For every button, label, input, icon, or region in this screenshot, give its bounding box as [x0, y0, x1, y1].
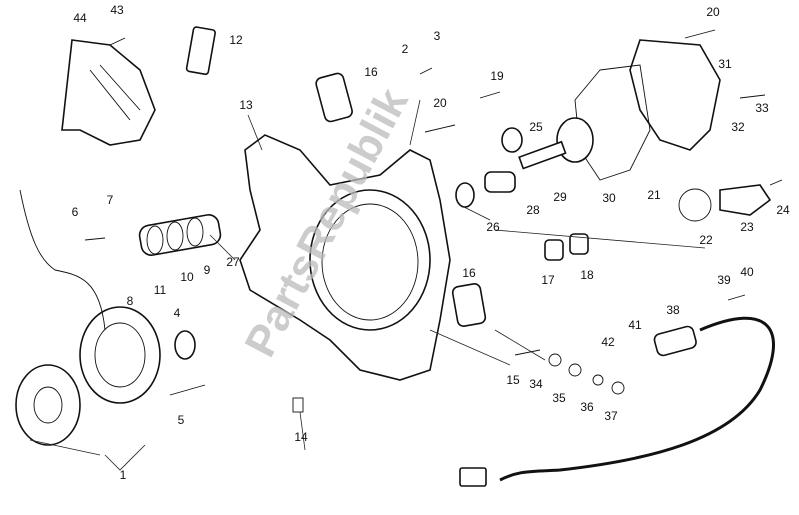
callout-15: 15	[506, 373, 520, 387]
callout-41: 41	[628, 318, 642, 332]
callout-43: 43	[110, 3, 124, 17]
callout-19: 19	[490, 69, 504, 83]
bush-28	[484, 171, 516, 193]
callout-20: 20	[706, 5, 720, 19]
cover-opening	[309, 189, 431, 331]
sealant-tube	[185, 26, 216, 76]
callout-34: 34	[529, 377, 543, 391]
callout-30: 30	[602, 191, 616, 205]
callout-29: 29	[553, 190, 567, 204]
callout-39: 39	[717, 273, 731, 287]
rotor	[15, 364, 81, 446]
seal-25	[501, 127, 523, 153]
callout-22: 22	[699, 233, 713, 247]
flange	[719, 184, 772, 216]
callout-27: 27	[226, 255, 240, 269]
callout-32: 32	[731, 120, 745, 134]
callout-11: 11	[154, 283, 167, 297]
leader-lines	[29, 99, 706, 471]
bearing-4	[174, 330, 196, 360]
callout-16: 16	[364, 65, 378, 79]
callout-1: 1	[120, 468, 127, 482]
callout-2: 2	[402, 42, 409, 56]
bush-18	[569, 233, 589, 255]
callout-40: 40	[740, 265, 754, 279]
callout-23: 23	[740, 220, 754, 234]
callout-3: 3	[434, 29, 441, 43]
callout-5: 5	[178, 413, 185, 427]
callout-31: 31	[718, 57, 732, 71]
sensor-cable	[499, 316, 775, 482]
callout-13: 13	[239, 98, 253, 112]
callout-20: 20	[433, 96, 447, 110]
callout-25: 25	[529, 120, 543, 134]
callout-6: 6	[72, 205, 79, 219]
connector	[459, 467, 487, 487]
callout-16: 16	[462, 266, 476, 280]
callout-4: 4	[174, 306, 181, 320]
callout-12: 12	[229, 33, 243, 47]
cover-opening-inner	[321, 203, 419, 321]
callout-14: 14	[294, 430, 308, 444]
sensor	[653, 325, 697, 357]
callout-24: 24	[776, 203, 790, 217]
pump-shaft	[518, 140, 567, 170]
pump-gasket	[574, 64, 651, 181]
water-pump-body	[629, 39, 721, 151]
callout-26: 26	[486, 220, 500, 234]
stator-wire	[19, 189, 106, 331]
callout-8: 8	[127, 294, 134, 308]
callout-28: 28	[526, 203, 540, 217]
hose-fitting-upper	[315, 72, 353, 123]
bearing-stack	[138, 214, 222, 256]
callout-37: 37	[604, 409, 618, 423]
stator	[79, 306, 161, 404]
callout-44: 44	[73, 11, 87, 25]
callout-10: 10	[180, 270, 194, 284]
callout-35: 35	[552, 391, 566, 405]
callout-33: 33	[755, 101, 769, 115]
callout-38: 38	[666, 303, 680, 317]
impeller	[556, 117, 594, 163]
o-ring	[678, 188, 712, 222]
callout-36: 36	[580, 400, 594, 414]
callout-42: 42	[601, 335, 615, 349]
bush-17	[544, 239, 564, 261]
hose-fitting-lower	[451, 283, 487, 327]
seal-26	[455, 182, 475, 208]
callout-18: 18	[580, 268, 594, 282]
callout-7: 7	[107, 193, 114, 207]
callout-9: 9	[204, 263, 211, 277]
callout-17: 17	[541, 273, 555, 287]
callout-21: 21	[647, 188, 661, 202]
screws	[84, 29, 783, 413]
